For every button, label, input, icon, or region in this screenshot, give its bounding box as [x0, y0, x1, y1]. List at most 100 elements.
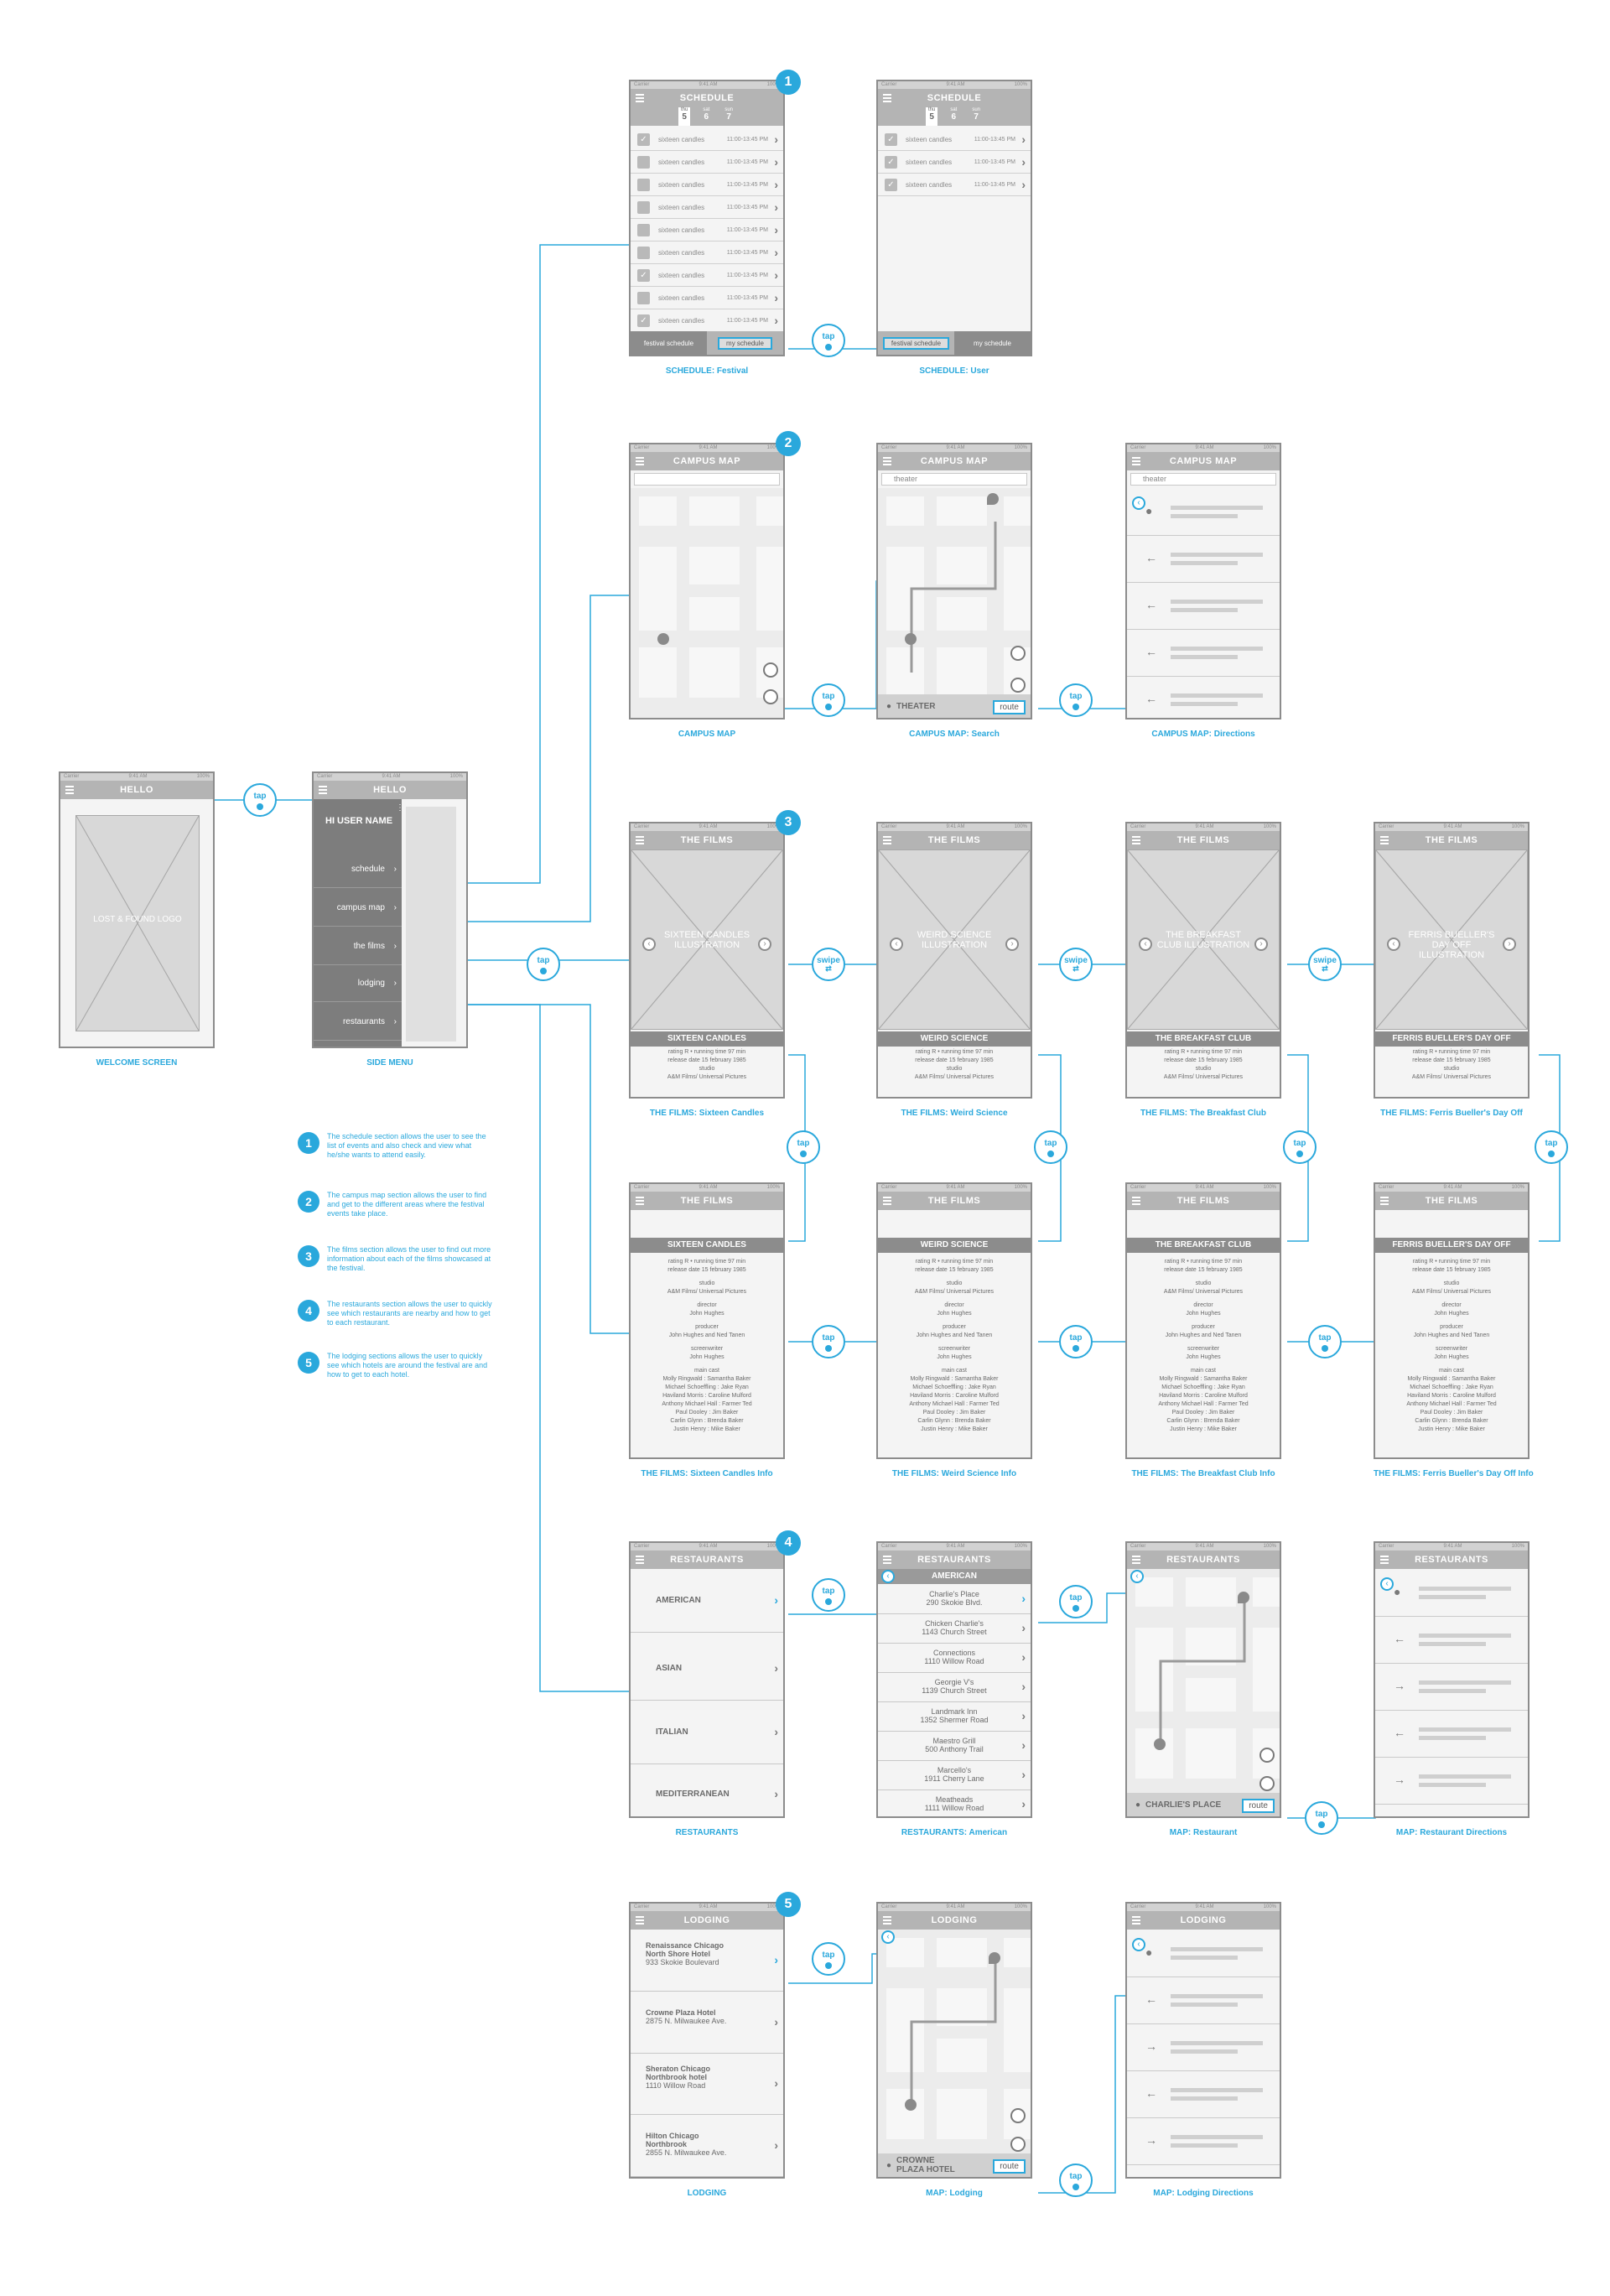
- menu-icon[interactable]: [636, 94, 644, 102]
- next-arrow-icon[interactable]: ›: [1503, 938, 1516, 951]
- checkbox-icon[interactable]: [637, 291, 650, 304]
- menu-icon[interactable]: [1132, 1916, 1140, 1925]
- menu-item-lodging[interactable]: lodging›: [314, 965, 402, 1002]
- route-button[interactable]: route: [993, 2159, 1026, 2174]
- back-button[interactable]: ‹: [1380, 1577, 1394, 1591]
- menu-item-the-films[interactable]: the films›: [314, 928, 402, 965]
- film-title-bar[interactable]: WEIRD SCIENCE: [878, 1238, 1031, 1253]
- menu-icon[interactable]: [636, 457, 644, 465]
- menu-item-schedule[interactable]: schedule›: [314, 851, 402, 888]
- menu-icon[interactable]: [1380, 1556, 1389, 1564]
- back-button[interactable]: ‹: [1132, 496, 1145, 510]
- checkbox-icon[interactable]: [637, 178, 650, 191]
- checked-box-icon[interactable]: ✓: [637, 314, 650, 327]
- next-arrow-icon[interactable]: ›: [1254, 938, 1268, 951]
- menu-icon[interactable]: [636, 836, 644, 844]
- tab-festival-schedule[interactable]: festival schedule: [631, 331, 707, 355]
- checked-box-icon[interactable]: ✓: [885, 132, 897, 146]
- search-input[interactable]: theater: [1130, 473, 1276, 486]
- directions-icon[interactable]: [1010, 678, 1026, 693]
- film-title-bar[interactable]: FERRIS BUELLER'S DAY OFF: [1375, 1238, 1528, 1253]
- route-button[interactable]: route: [993, 700, 1026, 714]
- directions-icon[interactable]: [1010, 2137, 1026, 2152]
- menu-icon[interactable]: [319, 786, 327, 794]
- previous-arrow-icon[interactable]: ‹: [890, 938, 903, 951]
- film-title-bar[interactable]: FERRIS BUELLER'S DAY OFF: [1375, 1031, 1528, 1047]
- checked-box-icon[interactable]: ✓: [885, 155, 897, 169]
- film-title-bar[interactable]: SIXTEEN CANDLES: [631, 1031, 783, 1047]
- menu-icon[interactable]: [883, 94, 891, 102]
- map-view[interactable]: [631, 488, 783, 718]
- previous-arrow-icon[interactable]: ‹: [1139, 938, 1152, 951]
- film-title-bar[interactable]: THE BREAKFAST CLUB: [1127, 1238, 1280, 1253]
- menu-icon[interactable]: [883, 1556, 891, 1564]
- search-input[interactable]: [634, 473, 780, 486]
- locate-icon[interactable]: [1010, 2108, 1026, 2123]
- menu-icon[interactable]: [1132, 836, 1140, 844]
- route-button[interactable]: route: [1242, 1799, 1275, 1813]
- menu-icon[interactable]: [1380, 1197, 1389, 1205]
- menu-icon[interactable]: [1132, 457, 1140, 465]
- back-button[interactable]: ‹: [1132, 1938, 1145, 1951]
- checkbox-icon[interactable]: [637, 246, 650, 259]
- locate-icon[interactable]: [763, 662, 778, 678]
- film-title-bar[interactable]: SIXTEEN CANDLES: [631, 1238, 783, 1253]
- tab-my-schedule[interactable]: my schedule: [954, 331, 1031, 355]
- back-button[interactable]: ‹: [1130, 1570, 1144, 1583]
- menu-icon[interactable]: [883, 1197, 891, 1205]
- menu-icon[interactable]: [65, 786, 74, 794]
- back-button[interactable]: ‹: [881, 1930, 895, 1944]
- previous-arrow-icon[interactable]: ‹: [1387, 938, 1400, 951]
- category-mediterranean[interactable]: MEDITERRANEAN›: [631, 1763, 783, 1816]
- menu-icon[interactable]: [636, 1556, 644, 1564]
- tab-my-schedule[interactable]: my schedule: [707, 331, 783, 355]
- film-title-bar[interactable]: WEIRD SCIENCE: [878, 1031, 1031, 1047]
- checked-box-icon[interactable]: ✓: [637, 132, 650, 146]
- map-view[interactable]: [1127, 1569, 1280, 1795]
- more-icon[interactable]: ⋮: [396, 803, 404, 813]
- menu-icon[interactable]: [1132, 1556, 1140, 1564]
- next-arrow-icon[interactable]: ›: [758, 938, 771, 951]
- checkbox-icon[interactable]: [637, 223, 650, 236]
- search-input[interactable]: theater: [881, 473, 1027, 486]
- menu-item-campus-map[interactable]: campus map›: [314, 890, 402, 927]
- menu-icon[interactable]: [883, 1916, 891, 1925]
- category-american[interactable]: AMERICAN›: [631, 1569, 783, 1633]
- map-view[interactable]: [878, 488, 1031, 698]
- menu-icon[interactable]: [883, 836, 891, 844]
- directions-icon[interactable]: [763, 689, 778, 704]
- checked-box-icon[interactable]: ✓: [637, 268, 650, 282]
- menu-icon[interactable]: [883, 457, 891, 465]
- checkbox-icon[interactable]: [637, 155, 650, 169]
- film-title-bar[interactable]: THE BREAKFAST CLUB: [1127, 1031, 1280, 1047]
- next-arrow-icon[interactable]: ›: [1005, 938, 1019, 951]
- menu-icon[interactable]: [636, 1916, 644, 1925]
- locate-icon[interactable]: [1010, 646, 1026, 661]
- checkbox-icon[interactable]: [637, 200, 650, 214]
- previous-arrow-icon[interactable]: ‹: [642, 938, 656, 951]
- category-italian[interactable]: ITALIAN›: [631, 1701, 783, 1764]
- checked-box-icon[interactable]: ✓: [885, 178, 897, 191]
